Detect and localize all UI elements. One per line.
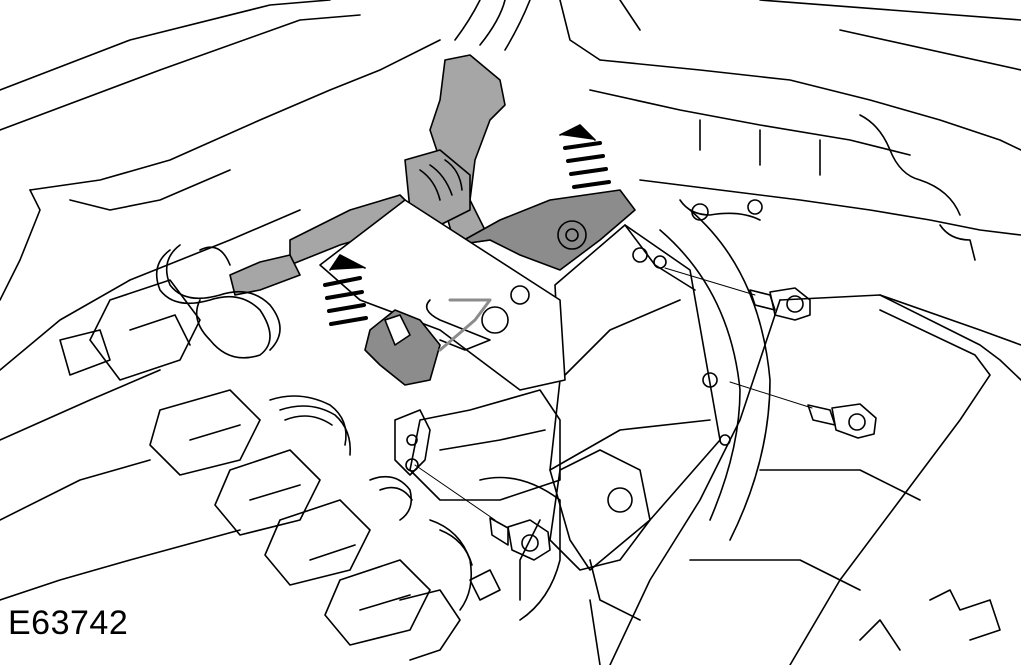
wiring-harness (229, 0, 636, 296)
cable-bundle (269, 395, 473, 611)
engine-control-module (409, 224, 731, 571)
wire-loop (155, 244, 281, 359)
bolt-upper (664, 267, 811, 321)
cover-bracket (319, 199, 566, 391)
bolt-right (729, 381, 877, 439)
battery-tray (609, 294, 1021, 665)
bolt-lower (414, 464, 551, 561)
lower-mount-bracket (394, 409, 501, 601)
connector (364, 298, 492, 386)
figure-reference-number: E63742 (8, 604, 129, 642)
removal-arrow-left (323, 254, 368, 326)
module-cradle (479, 449, 651, 665)
body-panel-outline (0, 0, 1021, 601)
relay-block (59, 279, 461, 661)
removal-arrow-right (559, 124, 611, 189)
fan-shroud (659, 209, 771, 541)
upper-bracket (589, 59, 1021, 261)
